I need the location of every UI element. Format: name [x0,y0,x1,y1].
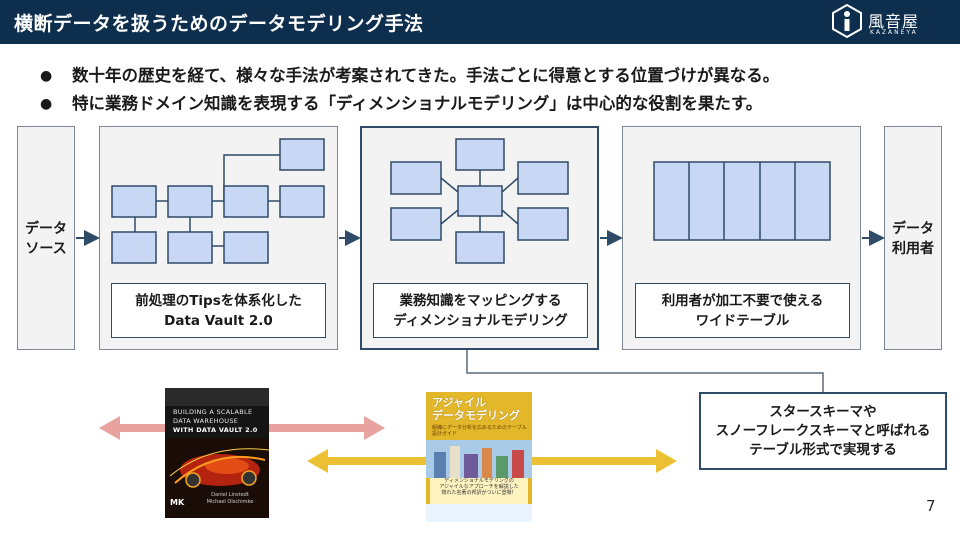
book2-tagline: ディメンショナルモデリングの アジャイルなアプローチを解説した 隠れた名著の邦訳… [430,478,528,504]
logo-subtext: KAZANEYA [870,29,918,36]
agile-data-modeling-book-cover: アジャイル データモデリング 組織にデータ分析を広めるためのテーブル設計ガイド … [426,392,532,522]
company-logo: 風音屋 KAZANEYA [830,4,942,40]
book1-title: BUILDING A SCALABLE DATA WAREHOUSE WITH … [173,408,258,434]
bullet-item: ●特に業務ドメイン知識を表現する「ディメンショナルモデリング」は中心的な役割を果… [40,90,940,118]
book1-publisher-logo: MK [170,498,185,507]
table-box [111,231,157,264]
wide-table [653,161,831,241]
table-box [279,185,325,218]
logo-text: 風音屋 [868,12,920,31]
slide-title: 横断データを扱うためのデータモデリング手法 [14,13,424,35]
dimensional-modeling-caption: 業務知識をマッピングするディメンショナルモデリング [373,283,588,338]
table-box [167,231,213,264]
fact-table-box [457,185,503,217]
data-vault-book-cover: BUILDING A SCALABLE DATA WAREHOUSE WITH … [165,388,269,518]
book1-authors: Daniel Linstedt Michael Olschimke [206,492,254,505]
book2-title: アジャイル データモデリング [432,396,520,422]
page-number: 7 [926,497,936,515]
kazaneya-logo-icon [832,4,862,38]
dimension-table-box [455,231,505,264]
book-cover-art [426,440,532,522]
bullet-list: ●数十年の歴史を経て、様々な手法が考案されてきた。手法ごとに得意とする位置づけが… [40,62,940,118]
data-consumer-label: データ [892,221,934,237]
table-box [223,231,269,264]
bullet-dot-icon: ● [40,96,53,112]
note-connector [466,350,824,392]
table-box [111,185,157,218]
wide-table-caption: 利用者が加工不要で使えるワイドテーブル [635,283,850,338]
data-source-box: データソース [17,126,75,350]
dimension-table-box [517,161,569,195]
bullet-dot-icon: ● [40,68,53,84]
data-vault-tables [111,138,325,264]
dimension-table-box [517,207,569,241]
book-cover-art [165,388,269,518]
bullet-item: ●数十年の歴史を経て、様々な手法が考案されてきた。手法ごとに得意とする位置づけが… [40,62,940,90]
dimension-table-box [390,161,442,195]
dimension-table-box [455,138,505,171]
table-box [223,185,269,218]
data-consumer-box: データ利用者 [884,126,942,350]
table-box [167,185,213,218]
star-schema-note: スタースキーマやスノーフレークスキーマと呼ばれるテーブル形式で実現する [699,392,947,470]
table-box [279,138,325,171]
data-source-label: データ [25,221,67,237]
star-schema-tables [390,138,569,264]
dimension-table-box [390,207,442,241]
slide-header: 横断データを扱うためのデータモデリング手法 風音屋 KAZANEYA [0,0,960,44]
book2-subtitle: 組織にデータ分析を広めるためのテーブル設計ガイド [432,425,527,437]
